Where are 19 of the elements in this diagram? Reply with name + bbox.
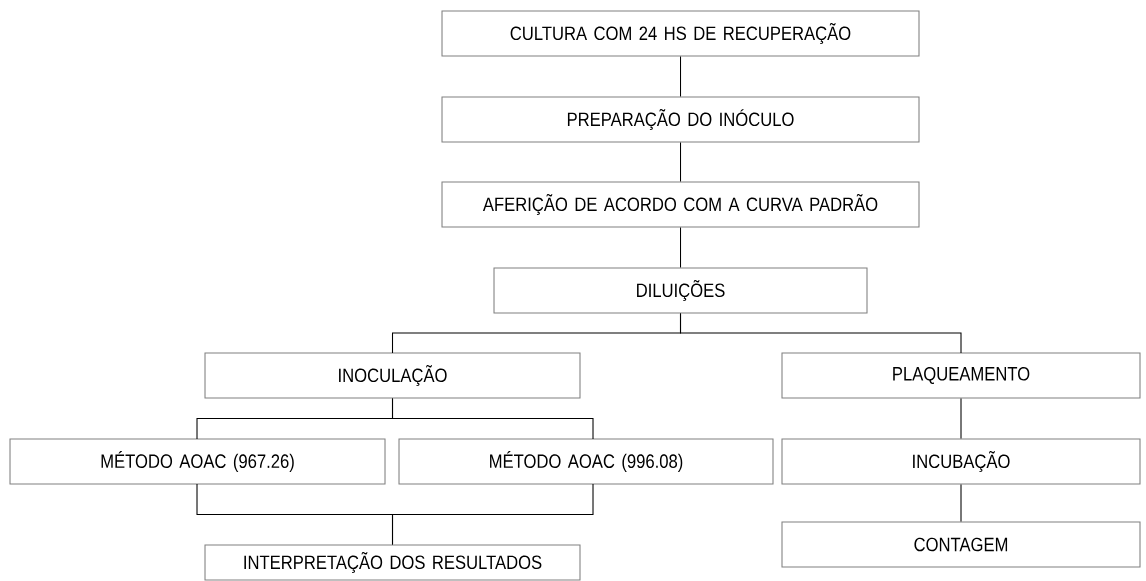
connector-line	[679, 142, 682, 182]
process-box: INCUBAÇÃO	[781, 438, 1141, 485]
connector-line	[960, 484, 962, 522]
connector-line	[391, 398, 594, 440]
connector-line	[391, 483, 594, 545]
connector-line	[679, 56, 682, 97]
process-box: AFERIÇÃO DE ACORDO COM A CURVA PADRÃO	[441, 181, 920, 228]
process-box: MÉTODO AOAC (967.26)	[9, 438, 386, 485]
process-box: MÉTODO AOAC (996.08)	[398, 438, 774, 485]
process-box: PLAQUEAMENTO	[781, 352, 1141, 399]
connector-line	[679, 227, 682, 268]
connector-line	[679, 313, 962, 354]
process-box: PREPARAÇÃO DO INÓCULO	[441, 96, 920, 143]
process-box: CULTURA COM 24 HS DE RECUPERAÇÃO	[441, 10, 920, 57]
process-box: CONTAGEM	[781, 521, 1141, 568]
process-box: DILUIÇÕES	[493, 267, 868, 314]
connector-line	[960, 398, 962, 439]
process-box: INOCULAÇÃO	[204, 352, 581, 399]
process-box: INTERPRETAÇÃO DOS RESULTADOS	[204, 544, 581, 581]
